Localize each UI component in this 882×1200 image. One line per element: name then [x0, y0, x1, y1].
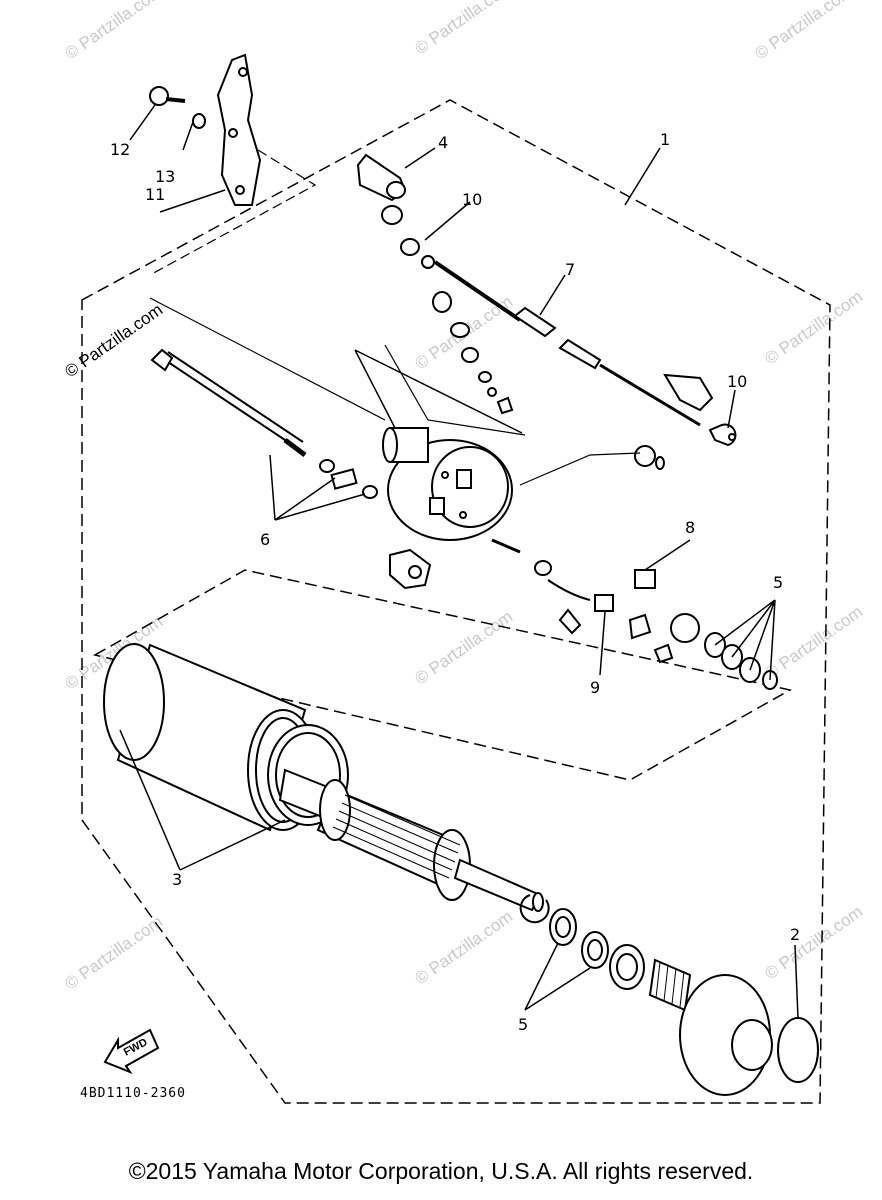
callouts: 1 2 3 4 5 5 6 7 8 9 10 10 11 12 13 — [110, 130, 800, 1034]
watermark: © Partzilla.com — [61, 0, 166, 63]
washer — [319, 459, 335, 473]
armature — [278, 768, 544, 912]
callout-10: 10 — [727, 372, 747, 391]
watermark: © Partzilla.com — [761, 902, 866, 983]
subassembly-boundary — [92, 569, 793, 781]
end-cover — [382, 427, 513, 541]
circlip — [519, 894, 550, 924]
bracket-group — [149, 53, 317, 276]
through-bolt — [164, 359, 301, 451]
o-ring-cap — [777, 1017, 819, 1083]
needle-bearing — [648, 958, 692, 1012]
washer — [450, 322, 470, 338]
terminal-parts — [356, 153, 737, 486]
bushing — [381, 205, 403, 225]
washer — [461, 347, 479, 363]
washer — [400, 238, 420, 256]
cable — [433, 260, 522, 322]
callout-12: 12 — [110, 140, 130, 159]
front-cover-parts — [519, 894, 819, 1096]
bolt — [165, 97, 186, 103]
through-bolts — [149, 297, 386, 499]
watermark: © Partzilla.com — [761, 287, 866, 368]
brush-lead — [547, 579, 591, 601]
nut — [330, 468, 358, 490]
brush-lead — [491, 538, 521, 554]
washer — [534, 560, 552, 576]
ring-terminal — [708, 423, 737, 447]
terminal-cap — [663, 373, 714, 412]
cable — [599, 363, 701, 427]
callout-3: 3 — [172, 870, 182, 889]
terminal-nut — [421, 255, 435, 269]
callout-10: 10 — [462, 190, 482, 209]
washer — [478, 371, 492, 383]
bushing — [670, 613, 700, 643]
bracket — [216, 53, 262, 206]
callout-5: 5 — [773, 573, 783, 592]
callout-8: 8 — [685, 518, 695, 537]
callout-11: 11 — [145, 185, 165, 204]
callout-1: 1 — [660, 130, 670, 149]
watermark: © Partzilla.com — [61, 912, 166, 993]
watermark: © Partzilla.com — [751, 0, 856, 63]
screw — [653, 643, 674, 664]
nut — [432, 291, 452, 313]
washer — [362, 485, 378, 499]
fwd-arrow-icon: FWD — [103, 1028, 160, 1075]
callout-5: 5 — [518, 1015, 528, 1034]
brush — [634, 569, 656, 589]
watermark: © Partzilla.com — [411, 607, 516, 688]
washer — [192, 113, 206, 129]
callout-9: 9 — [590, 678, 600, 697]
diagram-code: 4BD1110-2360 — [80, 1086, 186, 1101]
watermark-dark: © Partzilla.com — [61, 300, 166, 381]
cable-sleeve — [513, 306, 557, 338]
callout-4: 4 — [438, 133, 448, 152]
callout-7: 7 — [565, 260, 575, 279]
washer — [634, 445, 656, 467]
watermark: © Partzilla.com — [411, 0, 516, 58]
callout-13: 13 — [155, 167, 175, 186]
brush — [594, 594, 614, 612]
copyright-notice: ©2015 Yamaha Motor Corporation, U.S.A. A… — [128, 1158, 754, 1184]
callout-6: 6 — [260, 530, 270, 549]
watermark: © Partzilla.com — [411, 907, 516, 988]
washer — [487, 387, 497, 397]
watermark: © Partzilla.com — [761, 602, 866, 683]
leader-lines — [119, 104, 799, 1019]
assembly-boundary — [81, 99, 831, 1104]
callout-2: 2 — [790, 925, 800, 944]
shaft — [453, 858, 542, 912]
